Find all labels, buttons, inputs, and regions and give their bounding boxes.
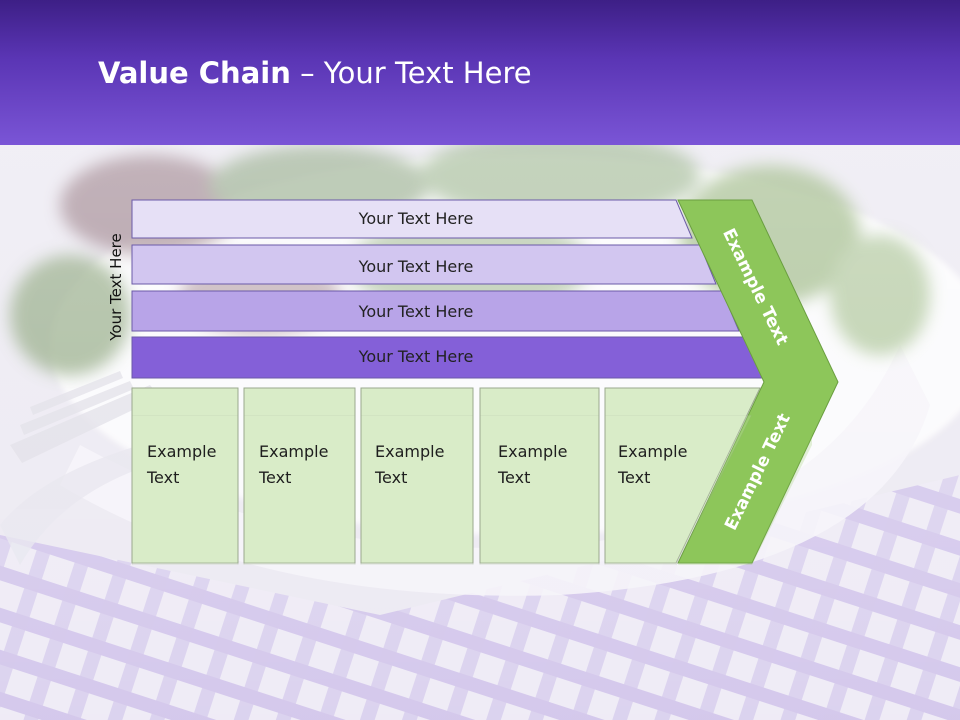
primary-box-1 xyxy=(131,387,239,564)
side-label-text: Your Text Here xyxy=(107,233,125,341)
box-label-4-line2: Text xyxy=(498,468,531,487)
box-label-1-line1: Example xyxy=(147,442,217,461)
band-label-3: Your Text Here xyxy=(358,302,474,321)
title-bold: Value Chain xyxy=(98,56,291,90)
slide-title: Value Chain – Your Text Here xyxy=(98,56,532,90)
primary-box-5 xyxy=(604,387,761,564)
box-label-4-line1: Example xyxy=(498,442,568,461)
title-rest: – Your Text Here xyxy=(290,56,532,90)
header-bar xyxy=(0,0,960,145)
support-band-2 xyxy=(131,244,717,285)
box-label-3-line1: Example xyxy=(375,442,445,461)
primary-box-2 xyxy=(243,387,356,564)
box-label-5-line2: Text xyxy=(618,468,651,487)
primary-box-4 xyxy=(479,387,600,564)
box-label-3-line2: Text xyxy=(375,468,408,487)
support-band-1 xyxy=(131,199,693,239)
band-label-2: Your Text Here xyxy=(358,257,474,276)
box-label-2-line1: Example xyxy=(259,442,329,461)
margin-arrow xyxy=(677,199,839,564)
box-label-1-line2: Text xyxy=(147,468,180,487)
support-band-3 xyxy=(131,290,740,332)
box-label-5-line1: Example xyxy=(618,442,688,461)
band-label-4: Your Text Here xyxy=(358,347,474,366)
primary-box-3 xyxy=(360,387,474,564)
band-label-1: Your Text Here xyxy=(358,209,474,228)
box-label-2-line2: Text xyxy=(259,468,292,487)
